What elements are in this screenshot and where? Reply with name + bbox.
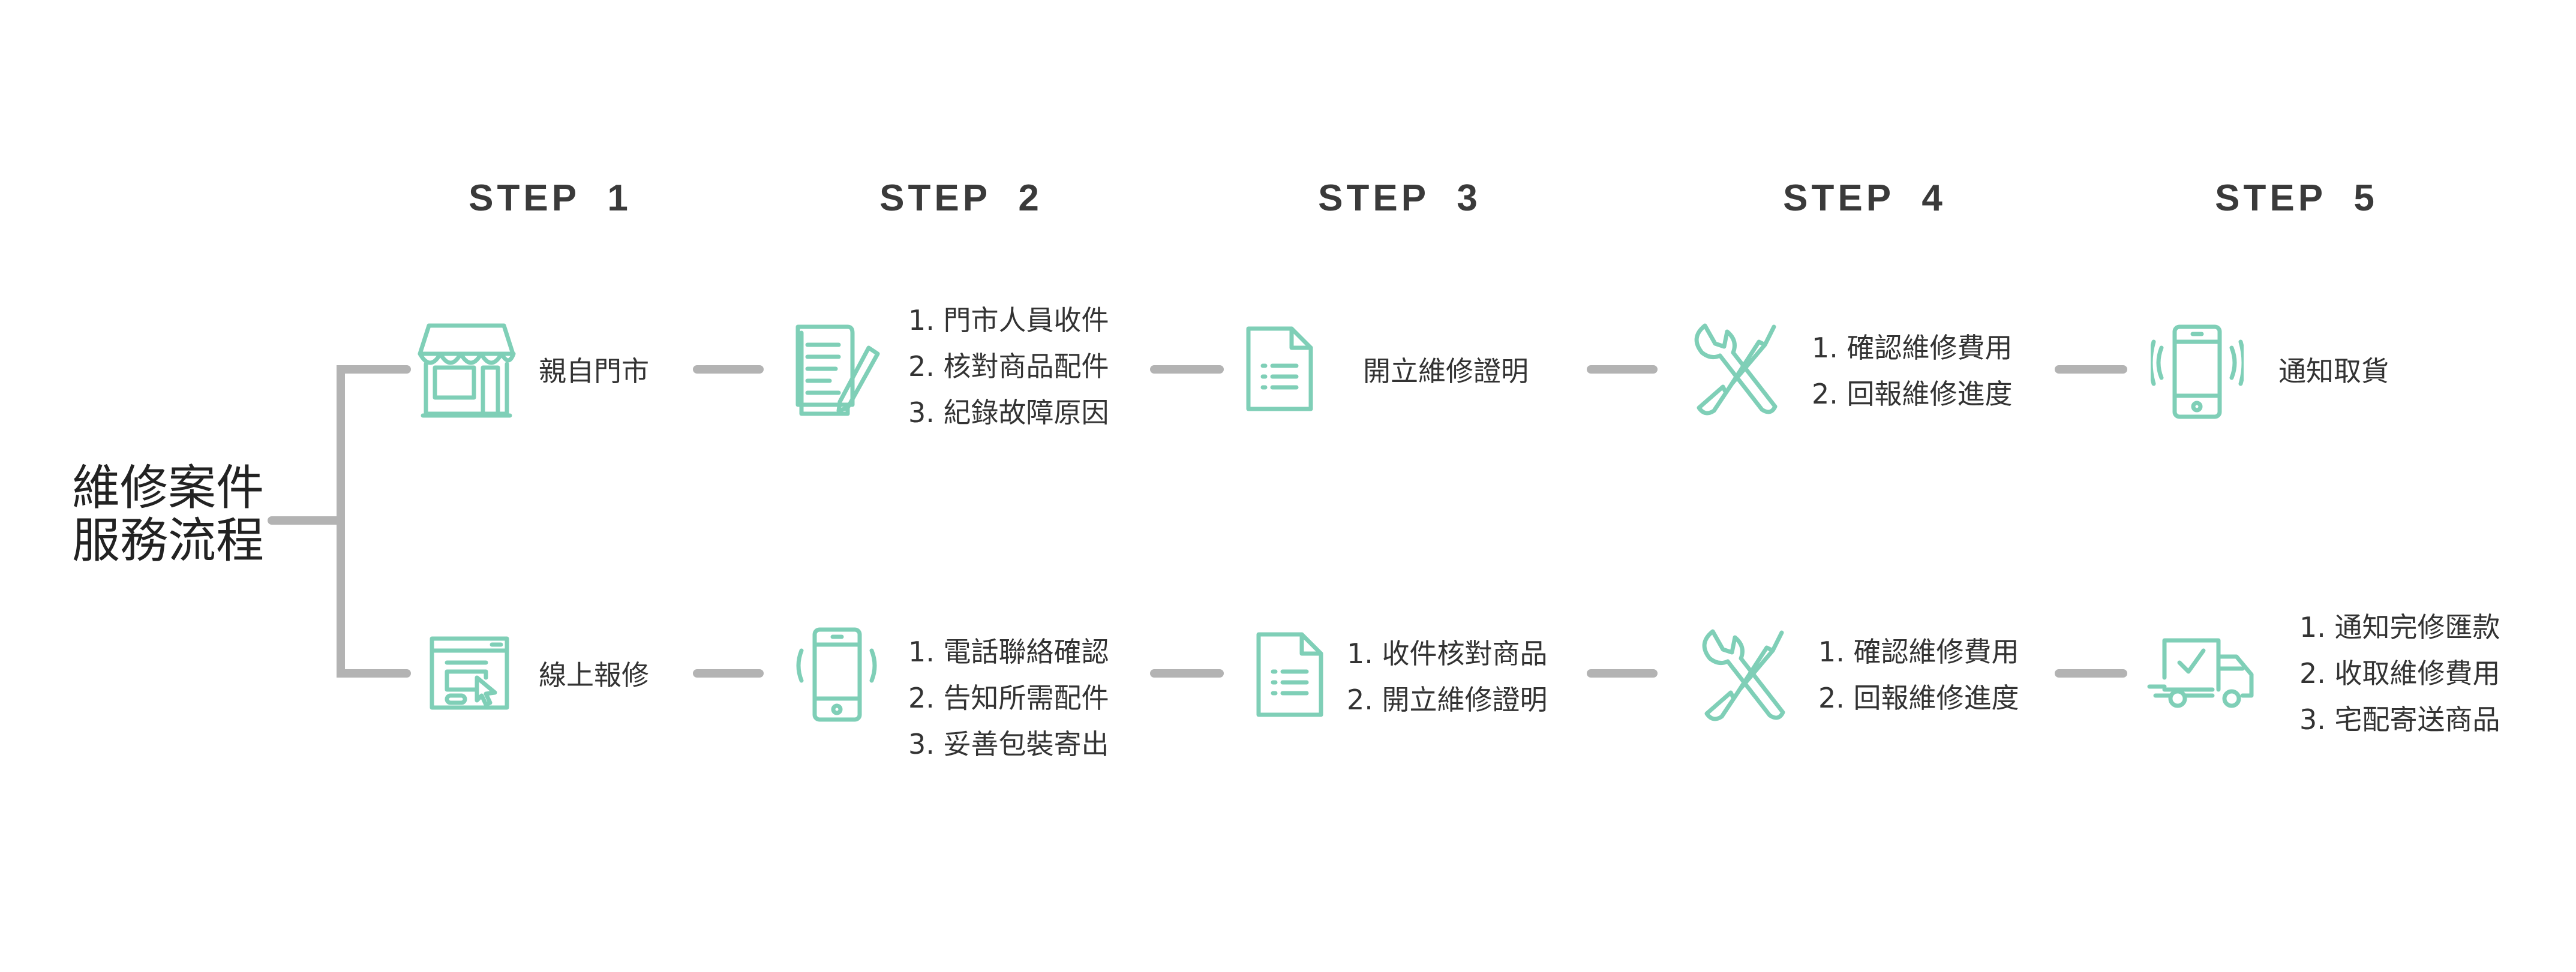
branch-vertical — [337, 365, 345, 678]
top-step4-list: 1. 確認維修費用 2. 回報維修進度 — [1812, 325, 2013, 417]
top-step1-label: 親自門市 — [539, 355, 649, 387]
bottom-step4-list: 1. 確認維修費用 2. 回報維修進度 — [1818, 629, 2019, 721]
top-step2-list: 1. 門市人員收件 2. 核對商品配件 3. 紀錄故障原因 — [908, 297, 1109, 436]
smartphone-vibrate-icon — [2151, 324, 2244, 420]
step-3-header: STEP 3 — [1318, 177, 1481, 219]
list-item: 2. 開立維修證明 — [1347, 684, 1548, 716]
bottom-step3-list: 1. 收件核對商品 2. 開立維修證明 — [1347, 631, 1548, 723]
connector — [2055, 365, 2127, 374]
list-item: 1. 電話聯絡確認 — [908, 636, 1109, 668]
delivery-truck-icon — [2146, 636, 2257, 714]
list-item: 2. 收取維修費用 — [2299, 657, 2500, 690]
list-item: 2. 回報維修進度 — [1818, 682, 2019, 714]
connector — [1150, 365, 1224, 374]
diagram-title: 維修案件 服務流程 — [72, 462, 264, 567]
title-line-1: 維修案件 — [72, 460, 264, 516]
step-5-header: STEP 5 — [2215, 177, 2378, 219]
list-item: 2. 告知所需配件 — [908, 682, 1109, 714]
list-item: 2. 回報維修進度 — [1812, 378, 2013, 410]
list-item: 3. 紀錄故障原因 — [908, 396, 1109, 429]
branch-top — [337, 365, 411, 374]
step-2-header: STEP 2 — [879, 177, 1043, 219]
wrench-screwdriver-icon — [1687, 321, 1783, 417]
store-icon — [417, 321, 516, 420]
bottom-step1-label: 線上報修 — [539, 659, 649, 691]
connector — [2055, 669, 2127, 678]
list-item: 1. 確認維修費用 — [1812, 332, 2013, 364]
document-icon — [1254, 630, 1326, 720]
branch-bottom — [337, 669, 411, 678]
list-item: 1. 確認維修費用 — [1818, 636, 2019, 668]
smartphone-vibrate-icon — [791, 627, 884, 723]
list-item: 2. 核對商品配件 — [908, 350, 1109, 383]
wrench-screwdriver-icon — [1695, 627, 1791, 723]
list-item: 1. 收件核對商品 — [1347, 637, 1548, 670]
connector — [693, 669, 764, 678]
list-item: 1. 門市人員收件 — [908, 304, 1109, 336]
connector — [1587, 365, 1658, 374]
title-line-2: 服務流程 — [72, 513, 264, 568]
step-1-header: STEP 1 — [469, 177, 632, 219]
list-item: 3. 宅配寄送商品 — [2299, 703, 2500, 736]
list-item: 3. 妥善包裝寄出 — [908, 728, 1109, 760]
bottom-step5-list: 1. 通知完修匯款 2. 收取維修費用 3. 宅配寄送商品 — [2299, 604, 2500, 743]
browser-click-icon — [429, 636, 510, 711]
list-item: 1. 通知完修匯款 — [2299, 611, 2500, 643]
document-icon — [1244, 324, 1316, 414]
notepad-pencil-icon — [791, 321, 881, 420]
bottom-step2-list: 1. 電話聯絡確認 2. 告知所需配件 3. 妥善包裝寄出 — [908, 629, 1109, 768]
title-connector — [268, 516, 343, 525]
top-step5-label: 通知取貨 — [2278, 355, 2389, 387]
step-4-header: STEP 4 — [1783, 177, 1946, 219]
connector — [1150, 669, 1224, 678]
connector — [1587, 669, 1658, 678]
connector — [693, 365, 764, 374]
top-step3-label: 開立維修證明 — [1363, 355, 1529, 387]
